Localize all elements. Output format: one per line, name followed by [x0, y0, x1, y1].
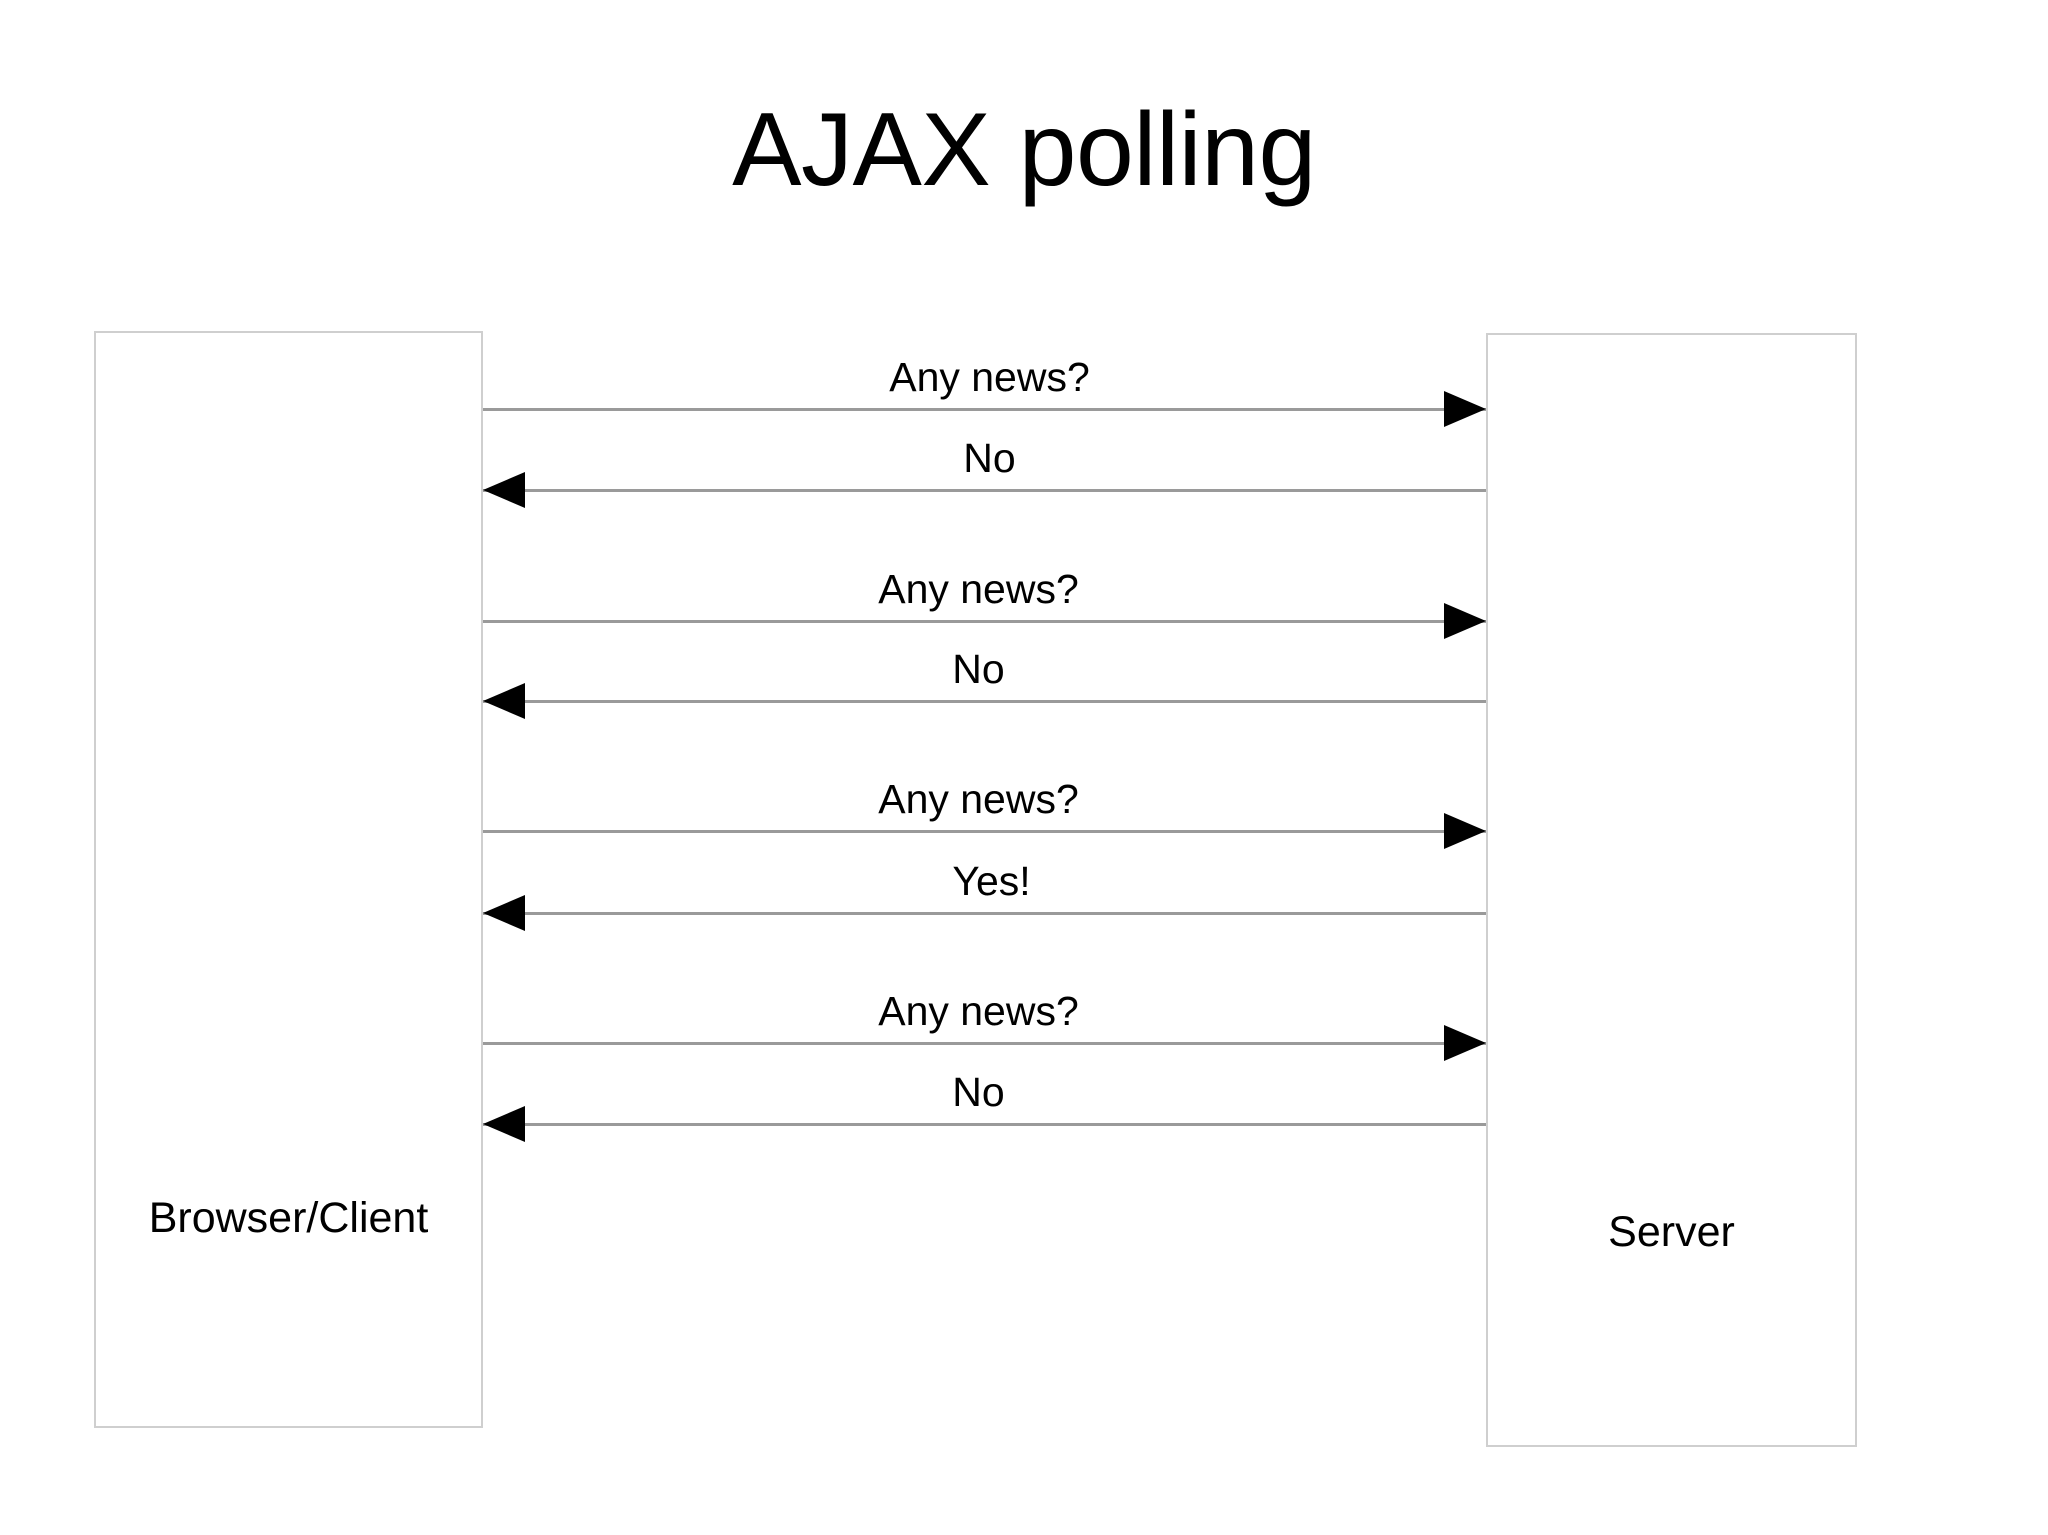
lifeline-label-client: Browser/Client: [148, 1194, 429, 1242]
message-line-7: [483, 1042, 1486, 1045]
arrow-head-right-icon: [1444, 1025, 1486, 1061]
message-line-8: [483, 1123, 1486, 1126]
message-label-1: Any news?: [889, 354, 1090, 400]
message-label-2: No: [963, 435, 1016, 481]
arrow-head-left-icon: [483, 1106, 525, 1142]
message-label-5: Any news?: [878, 776, 1079, 822]
message-line-5: [483, 830, 1486, 833]
message-line-2: [483, 489, 1486, 492]
message-label-7: Any news?: [878, 988, 1079, 1034]
message-label-4: No: [952, 646, 1005, 692]
message-line-4: [483, 700, 1486, 703]
arrow-head-right-icon: [1444, 391, 1486, 427]
message-label-3: Any news?: [878, 566, 1079, 612]
message-label-6: Yes!: [952, 858, 1031, 904]
lifeline-box-client: Browser/Client: [94, 331, 483, 1428]
lifeline-label-server: Server: [1608, 1208, 1735, 1256]
arrow-head-right-icon: [1444, 603, 1486, 639]
arrow-head-left-icon: [483, 683, 525, 719]
message-line-1: [483, 408, 1486, 411]
message-label-8: No: [952, 1069, 1005, 1115]
arrow-head-left-icon: [483, 895, 525, 931]
lifeline-box-server: Server: [1486, 333, 1857, 1447]
page-title: AJAX polling: [732, 92, 1316, 208]
message-line-3: [483, 620, 1486, 623]
arrow-head-left-icon: [483, 472, 525, 508]
message-line-6: [483, 912, 1486, 915]
arrow-head-right-icon: [1444, 813, 1486, 849]
